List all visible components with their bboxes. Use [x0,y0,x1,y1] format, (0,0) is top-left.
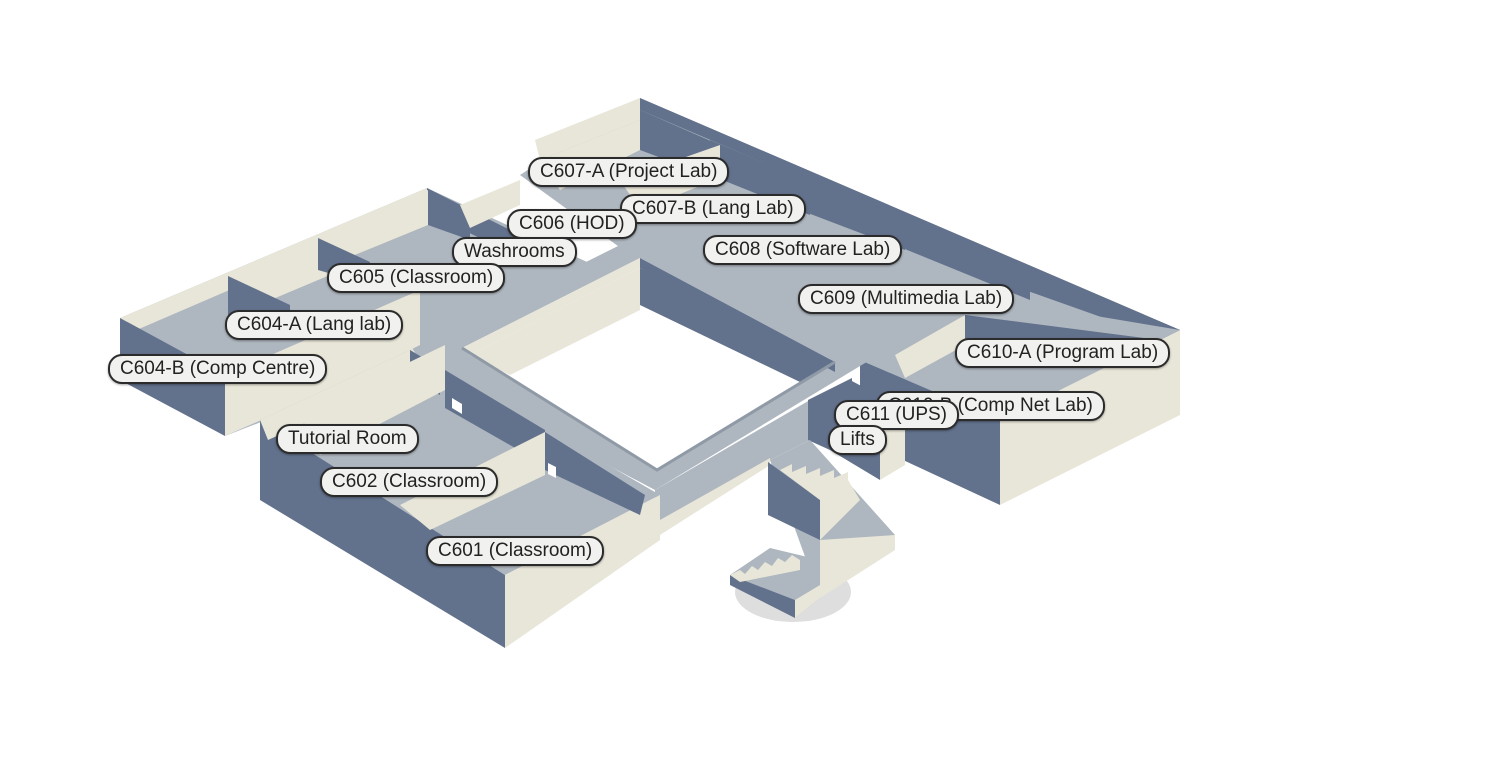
room-label-c608[interactable]: C608 (Software Lab) [703,235,903,265]
courtyard [461,258,836,472]
room-label-lifts[interactable]: Lifts [828,425,887,455]
room-label-c604b[interactable]: C604-B (Comp Centre) [108,354,328,384]
room-label-tutorial-room[interactable]: Tutorial Room [276,424,419,454]
room-label-washrooms[interactable]: Washrooms [452,237,577,267]
room-label-c610a[interactable]: C610-A (Program Lab) [955,338,1171,368]
room-label-c602[interactable]: C602 (Classroom) [320,467,499,497]
room-label-c609[interactable]: C609 (Multimedia Lab) [798,284,1015,314]
room-label-c607b[interactable]: C607-B (Lang Lab) [620,194,806,224]
room-label-c606[interactable]: C606 (HOD) [507,209,637,239]
room-label-c601[interactable]: C601 (Classroom) [426,536,605,566]
room-label-c604a[interactable]: C604-A (Lang lab) [225,310,404,340]
room-label-c605[interactable]: C605 (Classroom) [327,263,506,293]
room-label-c611[interactable]: C611 (UPS) [834,400,960,430]
staircase [730,440,895,622]
room-label-c607a[interactable]: C607-A (Project Lab) [528,157,730,187]
